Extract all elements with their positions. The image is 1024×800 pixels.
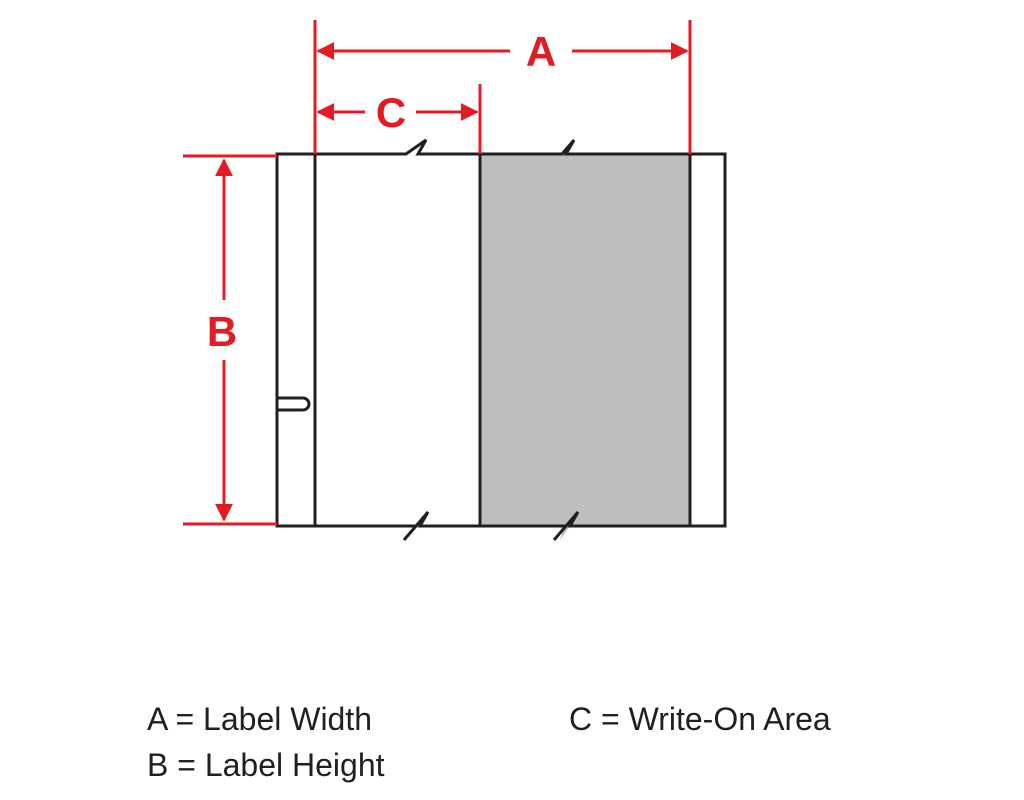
label-bottom-edge	[315, 511, 725, 541]
left-tab-strip	[275, 152, 317, 528]
dim-b-label: B	[207, 308, 237, 355]
print-area	[480, 142, 690, 540]
legend-label-width: A = Label Width	[147, 701, 373, 737]
legend-write-on-area: C = Write-On Area	[569, 701, 831, 737]
legend-label-height: B = Label Height	[147, 747, 385, 783]
strip-notch	[277, 396, 311, 412]
label-top-edge	[315, 138, 725, 156]
right-tab-strip	[688, 152, 727, 528]
dim-a-label: A	[526, 28, 556, 75]
dim-c-label: C	[376, 89, 406, 136]
